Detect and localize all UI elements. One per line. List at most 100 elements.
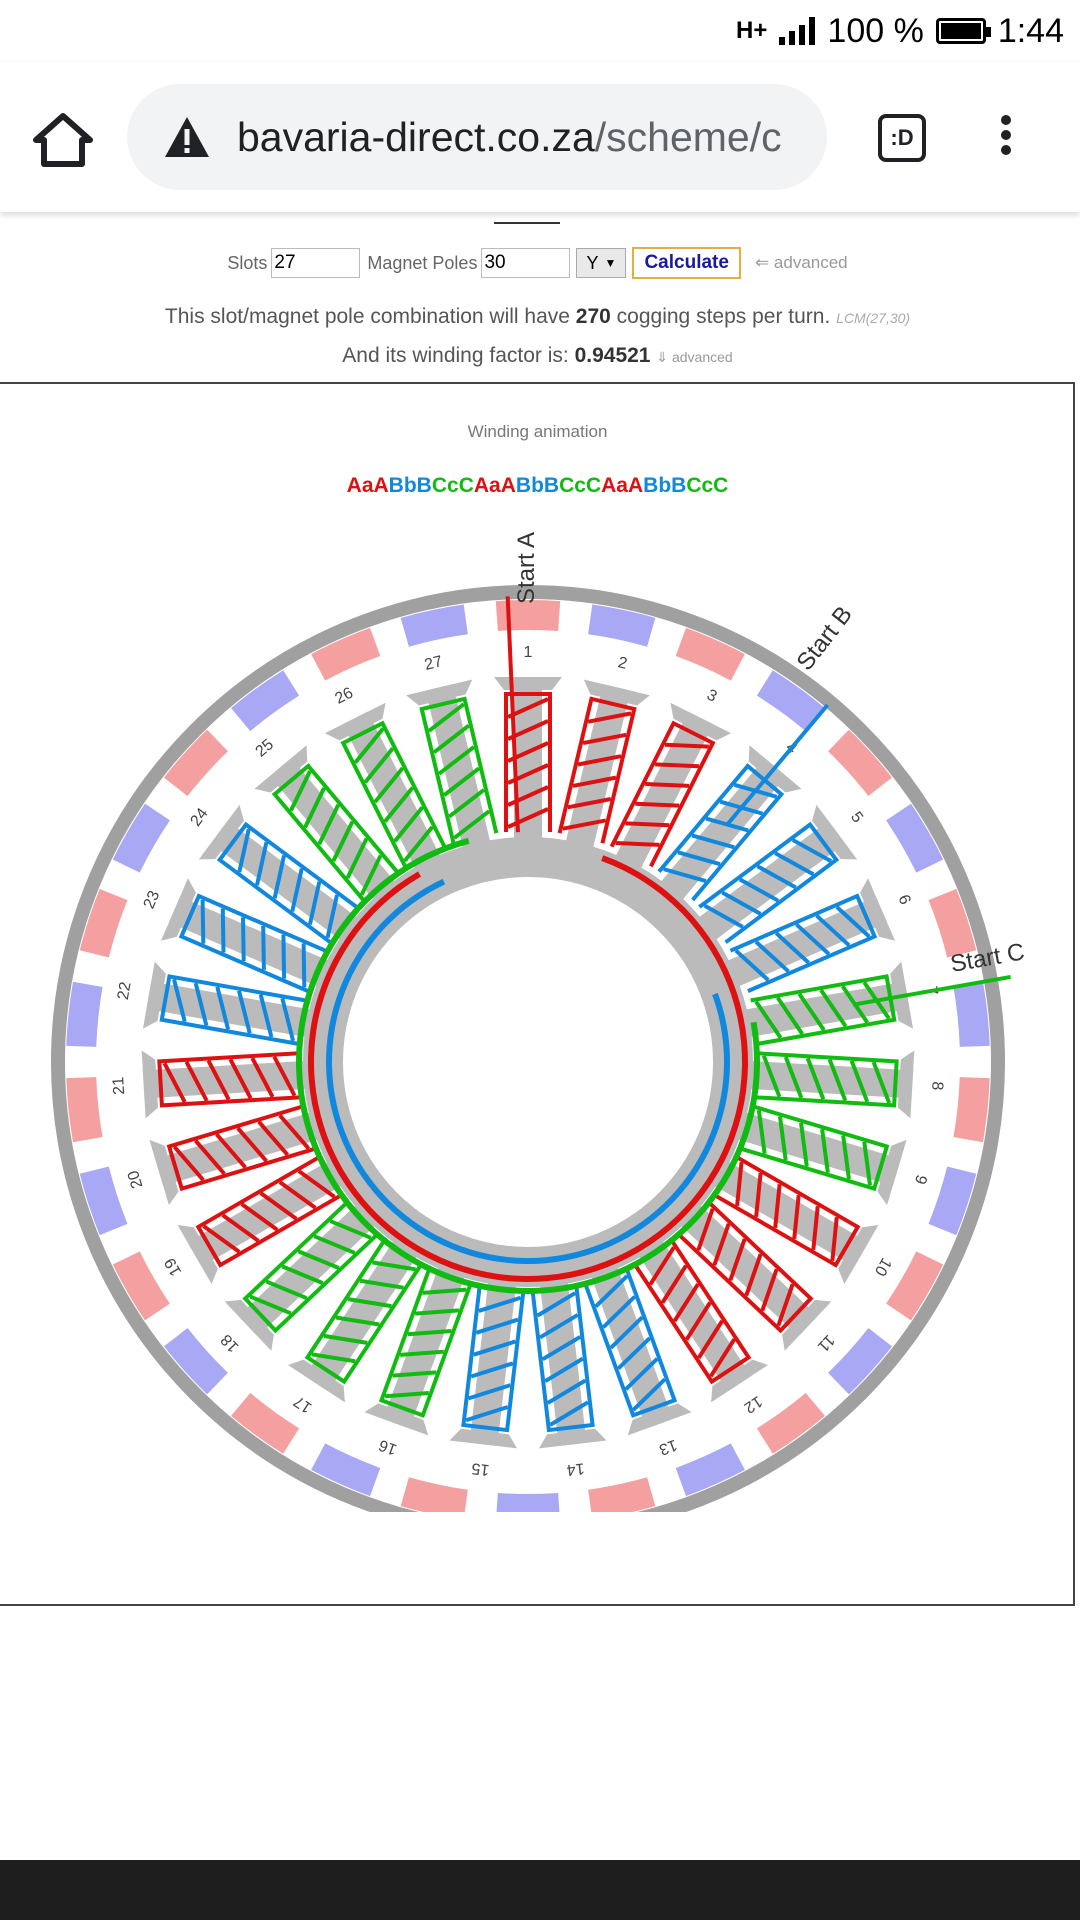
coil-outline [756, 1051, 899, 1108]
sequence-letter: c [701, 474, 714, 497]
coil-turn [655, 762, 699, 769]
sequence-letter: B [543, 474, 560, 497]
coil-turn [323, 1333, 368, 1345]
coil-turn [774, 851, 815, 877]
poles-input[interactable] [481, 248, 571, 278]
coil-turn [792, 1194, 801, 1240]
magnet-pole [112, 1251, 170, 1321]
magnet-pole [231, 670, 300, 732]
coil-turn [830, 1216, 839, 1262]
sequence-letter: a [361, 474, 374, 497]
slot-number: 23 [141, 888, 164, 911]
coil-turn [303, 787, 326, 829]
sequence-letter: a [489, 474, 501, 497]
coil-turn [297, 1169, 336, 1199]
warning-icon[interactable] [163, 115, 211, 159]
coil-turn [819, 988, 848, 1028]
tooth-tip [877, 1139, 907, 1205]
coil-turn [791, 838, 833, 864]
coil-turn [541, 1335, 582, 1362]
winding-factor-text: And its winding factor is: [342, 344, 575, 367]
coil-turn [776, 1283, 795, 1327]
connection-select[interactable]: Y ▼ [576, 248, 627, 278]
sequence-letter: A [500, 474, 516, 497]
coil-turn [301, 943, 307, 988]
winding-factor-info: And its winding factor is: 0.94521 ⇓ adv… [0, 344, 1075, 368]
coil-turn [194, 1139, 226, 1176]
tooth-shaft [539, 1273, 587, 1447]
cogging-text-post: cogging steps per turn. [610, 305, 831, 328]
tooth-tip [494, 677, 562, 690]
start-c-lead [852, 974, 1011, 1007]
stator-tooth: 11 [674, 1199, 838, 1355]
tooth-tip [149, 1139, 179, 1205]
coil-turn [257, 1120, 290, 1157]
coil-turn [721, 890, 762, 916]
url-path: /scheme/c [594, 113, 782, 160]
coil-outline [715, 1156, 861, 1268]
coil-turn [582, 732, 627, 746]
slot-number: 21 [110, 1076, 128, 1095]
coil-turn [635, 801, 680, 808]
lcm-note: LCM(27,30) [836, 310, 911, 326]
slot-number: 26 [332, 684, 356, 707]
start-b-lead [725, 703, 830, 826]
network-type: H+ [736, 17, 768, 44]
tooth-tip [449, 1428, 518, 1449]
stator-tooth: 26 [324, 684, 447, 877]
address-bar[interactable]: bavaria-direct.co.za/scheme/c [127, 84, 827, 190]
coil-turn [272, 1055, 297, 1097]
coil-turn [625, 821, 670, 828]
coil-outline [584, 1269, 678, 1418]
coil-turn [738, 877, 780, 903]
magnet-pole [828, 1327, 893, 1395]
sequence-letter: b [658, 474, 672, 497]
coil-turn [259, 1191, 298, 1221]
tooth-tip [406, 679, 473, 706]
coil-turn [735, 1161, 744, 1207]
coil-turn [258, 994, 274, 1038]
slots-input[interactable] [271, 248, 361, 278]
coil-turn [744, 1253, 763, 1297]
home-icon[interactable] [30, 110, 96, 170]
coil-turn [705, 816, 749, 833]
tab-switcher-button[interactable]: :D [878, 114, 926, 162]
url-text[interactable]: bavaria-direct.co.za/scheme/c [237, 114, 782, 161]
stator-tooth: 6 [719, 878, 914, 993]
coil-turn [773, 1183, 782, 1229]
coil-turn [467, 1383, 511, 1401]
winding-advanced-link[interactable]: ⇓ advanced [656, 349, 733, 365]
coil-turn [363, 747, 395, 784]
coil-outline [557, 696, 637, 844]
slot-number: 18 [218, 1331, 243, 1356]
tooth-tip [364, 1403, 429, 1436]
tooth-shaft [342, 711, 445, 877]
coil-turn [756, 1109, 767, 1154]
slot-number: 3 [704, 686, 720, 705]
magnet-pole [231, 1392, 300, 1454]
coil-turn [297, 1249, 340, 1270]
dropdown-arrow-icon: ▼ [604, 256, 617, 270]
tooth-shaft [611, 711, 714, 877]
magnet-pole [79, 1166, 128, 1236]
coil-turn [761, 1054, 782, 1098]
tooth-tip [838, 1225, 879, 1284]
calculate-button[interactable]: Calculate [632, 247, 741, 279]
clock: 1:44 [997, 11, 1064, 50]
more-menu-icon[interactable] [994, 110, 1018, 170]
tooth-shaft [469, 1273, 517, 1447]
coil-turn [805, 1057, 826, 1100]
magnet-pole [675, 627, 745, 681]
coil-turn [754, 1000, 783, 1039]
tooth-shaft [741, 1060, 914, 1099]
advanced-link[interactable]: ⇐ advanced [754, 253, 848, 272]
sequence-letter: b [531, 474, 544, 497]
magnet-pole [311, 1443, 381, 1497]
coil-turn [734, 949, 770, 982]
stator-tooth: 15 [449, 1273, 526, 1478]
slot-number: 24 [187, 805, 211, 830]
coil-turn [415, 1308, 460, 1316]
sequence-letter: B [416, 474, 432, 497]
coil-turn [760, 1268, 779, 1312]
coil-turn [371, 1260, 416, 1272]
